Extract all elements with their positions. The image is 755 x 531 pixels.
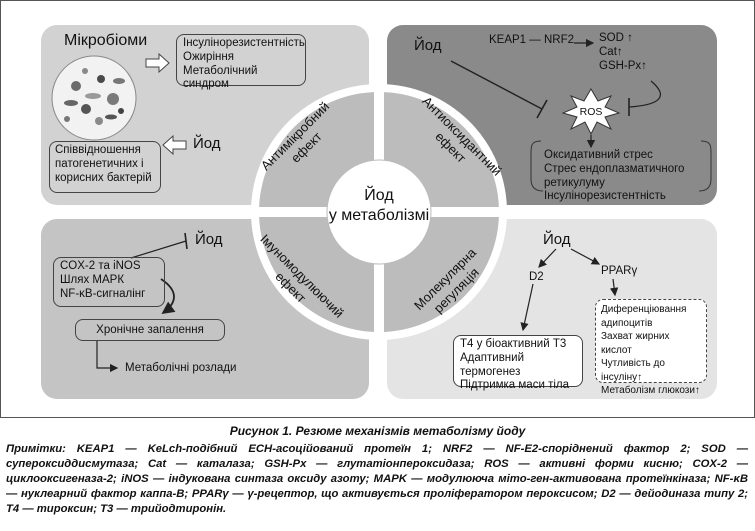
center-title: Йод <box>364 187 394 204</box>
bottom-left-iodine: Йод <box>195 231 223 248</box>
iodine-to-d2-arrow <box>538 248 557 268</box>
thyroid-effects-box: T4 у біоактивний T3 Адаптивний термогене… <box>453 335 583 391</box>
microbiome-to-effects-arrow <box>145 52 170 74</box>
keap-nrf-label: KEAP1 — NRF2 <box>489 34 574 46</box>
top-right-iodine: Йод <box>414 37 442 54</box>
stress-bracket <box>530 140 712 192</box>
d2-to-effects-arrow <box>520 283 534 332</box>
stress-list: Оксидативний стрес Стрес ендоплазматично… <box>544 149 685 203</box>
chronic-inflammation-box: Хронічне запалення <box>75 319 225 341</box>
iodine-to-ratio-arrow <box>162 134 187 156</box>
top-left-iodine: Йод <box>193 135 221 152</box>
ros-burst <box>561 88 621 136</box>
antioxidant-enzymes: SOD ↑ Cat↑ GSH-Px↑ <box>599 32 647 72</box>
ppar-to-effects-arrow <box>609 278 619 297</box>
inflammatory-pathways-box: COX-2 та iNOS Шлях МАРК NF-κB-сигналінг <box>53 257 165 307</box>
iodine-inhibits-ros-bar <box>536 99 548 119</box>
ppar-effects-box: Диференціювання адипоцитів Захват жирних… <box>595 299 707 396</box>
bottom-right-iodine: Йод <box>543 231 571 248</box>
d2-label: D2 <box>529 271 544 283</box>
ros-label: ROS <box>579 106 603 118</box>
ppar-label: PPARγ <box>601 265 638 277</box>
center-circle <box>326 159 432 265</box>
figure-frame: Йод у метаболізмі Антимікробний ефект Ан… <box>0 0 755 418</box>
microbiome-effects-box: Інсулінорезистентність Ожиріння Метаболі… <box>176 34 306 90</box>
iodine-inhibits-pathways-bar <box>184 232 188 250</box>
microbiome-globe-icon <box>51 55 137 141</box>
diagram-graphics <box>51 38 712 373</box>
enzymes-inhibit-ros-curve <box>628 80 661 108</box>
inflammation-to-disorders-arrow <box>96 341 119 373</box>
iodine-inhibits-pathways-line <box>130 240 187 259</box>
microbiome-title: Мікробіоми <box>64 32 148 49</box>
metabolic-disorders-label: Метаболічні розлади <box>125 362 237 374</box>
figure-notes: Примітки: KEAP1 — KeLch-подібний ECH-асо… <box>6 443 748 515</box>
figure-caption: Рисунок 1. Резюме механізмів метаболізму… <box>229 424 526 438</box>
iodine-inhibits-ros-line <box>450 60 543 110</box>
bacteria-ratio-box: Співвідношення патогенетичних і корисних… <box>49 141 161 193</box>
iodine-to-ppar-arrow <box>570 248 601 265</box>
center-subtitle: у метаболізмі <box>328 207 430 224</box>
